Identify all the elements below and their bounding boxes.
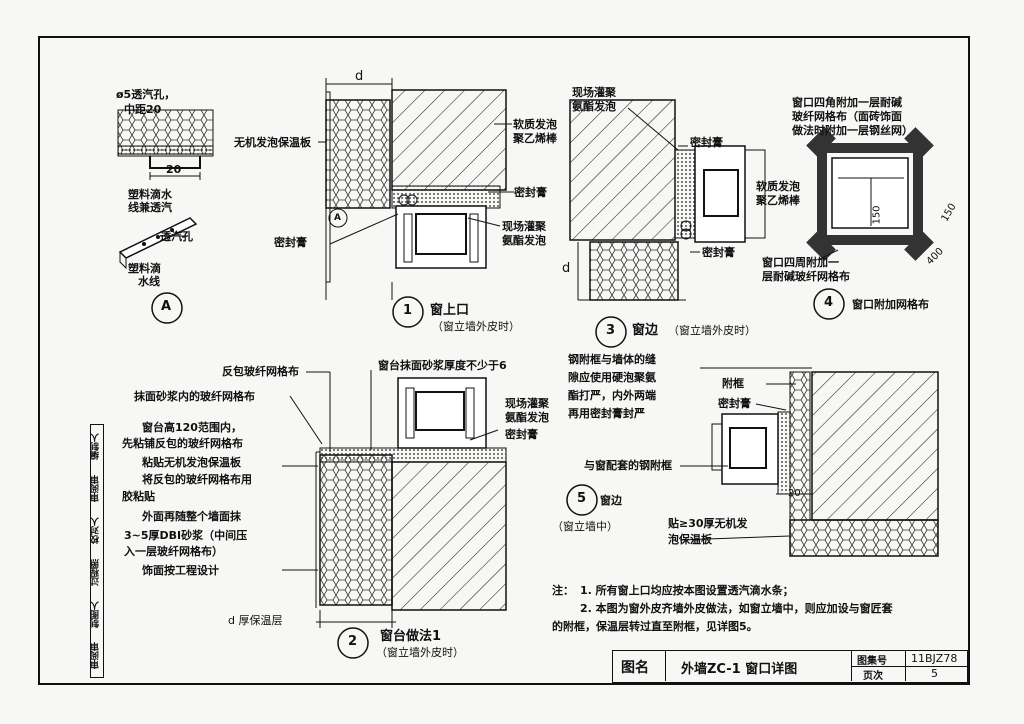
detail-2-thickness: d 厚保温层 <box>228 614 283 627</box>
notes-line-1: 1. 所有窗上口均应按本图设置透汽滴水条； <box>580 584 794 597</box>
detail-1-ref-a: A <box>334 213 341 223</box>
title-block-drawing-title: 外墙ZC-1 窗口详图 <box>681 662 798 677</box>
detail-5-steel-frame: 与窗配套的钢附框 <box>584 459 672 472</box>
detail-5-subtitle: （窗立墙中） <box>552 520 618 533</box>
detail-3-title: 窗边 <box>632 323 659 338</box>
detail-3-onsite-foam-2: 氨酯发泡 <box>572 100 616 113</box>
title-block-name-label: 图名 <box>621 660 649 676</box>
title-block-page-label: 页次 <box>863 671 883 682</box>
detail-3-onsite-foam-1: 现场灌聚 <box>572 86 616 99</box>
notes-line-2: 2. 本图为窗外皮齐墙外皮做法，如窗立墙中，则应加设与窗匠套 <box>580 602 893 615</box>
detail-2-step-0: 窗台高120范围内， <box>142 421 242 434</box>
detail-a-label: A <box>161 299 172 314</box>
detail-5-dim-20: 20 <box>788 488 801 499</box>
detail-5-drawing <box>566 367 939 557</box>
detail-1-subtitle: （窗立墙外皮时） <box>432 320 520 333</box>
detail-5-gap-note-1: 隙应使用硬泡聚氨 <box>568 371 656 384</box>
detail-a-iso-drip-2: 水线 <box>138 275 160 288</box>
detail-5-sealant: 密封膏 <box>718 397 751 410</box>
signoff-cell-0: 编制人 <box>91 433 101 461</box>
signoff-strip: 编制人 审阅审 校对人 过程照 制图人 审阅审 <box>90 424 104 678</box>
detail-3-number: 3 <box>606 323 616 338</box>
detail-1-soft-foam-2: 聚乙烯棒 <box>513 132 557 145</box>
detail-a-drawing <box>117 109 214 324</box>
detail-3-soft-foam-2: 聚乙烯棒 <box>756 194 800 207</box>
detail-a-drip-1: 塑料滴水 <box>128 188 172 201</box>
detail-4-note-3: 做法时附加一层钢丝网） <box>792 124 913 137</box>
detail-4-note-1: 窗口四角附加一层耐碱 <box>792 96 902 109</box>
signoff-cell-4: 制图人 <box>91 601 101 629</box>
signoff-cell-1: 审阅审 <box>91 475 101 503</box>
detail-a-iso-vent: 透汽孔 <box>160 230 193 243</box>
detail-5-board-1: 贴≥30厚无机发 <box>668 517 748 530</box>
signoff-cell-5: 审阅审 <box>91 642 101 670</box>
notes-line-3: 的附框，保温层转过直至附框，见详图5。 <box>552 620 758 633</box>
detail-2-step-7: 入一层玻纤网格布） <box>124 545 223 558</box>
detail-5-sub-frame: 附框 <box>722 377 744 390</box>
detail-1-onsite-foam-1: 现场灌聚 <box>502 220 546 233</box>
signoff-cell-3: 过程照 <box>91 559 101 587</box>
detail-5-gap-note-2: 酯打严，内外两端 <box>568 389 656 402</box>
detail-4-bottom-2: 层耐碱玻纤网格布 <box>762 270 850 283</box>
detail-2-drawing <box>282 370 507 659</box>
detail-a-drip-2: 线兼透汽 <box>128 201 172 214</box>
detail-2-onsite-foam-2: 氨酯发泡 <box>505 411 549 424</box>
detail-1-soft-foam-1: 软质发泡 <box>513 118 557 131</box>
detail-5-number: 5 <box>577 491 587 506</box>
detail-1-sealant-right: 密封膏 <box>514 186 547 199</box>
detail-1-sealant-left: 密封膏 <box>274 236 307 249</box>
detail-1-number: 1 <box>403 303 413 318</box>
detail-4-title: 窗口附加网格布 <box>852 298 929 311</box>
detail-1-drawing <box>318 78 514 328</box>
detail-1-onsite-foam-2: 氨酯发泡 <box>502 234 546 247</box>
detail-1-insulation-board: 无机发泡保温板 <box>234 136 311 149</box>
detail-a-vent-hole-2: 中距20 <box>124 103 162 116</box>
detail-2-step-8: 饰面按工程设计 <box>142 564 219 577</box>
detail-2-step-6: 3~5厚DBI砂浆（中间压 <box>124 529 248 542</box>
detail-2-number: 2 <box>348 634 358 649</box>
detail-4-drawing <box>806 127 934 320</box>
detail-3-soft-foam-1: 软质发泡 <box>756 180 800 193</box>
detail-2-title: 窗台做法1 <box>380 629 442 644</box>
detail-2-step-1: 先粘铺反包的玻纤网格布 <box>122 437 243 450</box>
detail-2-mortar-mesh: 抹面砂浆内的玻纤网格布 <box>134 390 255 403</box>
detail-2-step-3: 将反包的玻纤网格布用 <box>142 473 252 486</box>
title-block-page-no: 5 <box>931 667 938 680</box>
detail-3-dim-d: d <box>562 261 571 276</box>
title-block-atlas-label: 图集号 <box>857 656 887 667</box>
detail-a-vent-hole-1: ø5透汽孔， <box>116 88 176 101</box>
detail-5-gap-note-3: 再用密封膏封严 <box>568 407 645 420</box>
detail-a-iso-drip-1: 塑料滴 <box>128 262 161 275</box>
title-block-atlas-no: 11BJZ78 <box>911 652 958 665</box>
title-block: 图名 外墙ZC-1 窗口详图 图集号 11BJZ78 页次 5 <box>612 650 968 683</box>
detail-3-sealant-bottom: 密封膏 <box>702 246 735 259</box>
detail-3-drawing <box>569 99 766 348</box>
detail-2-wrap-mesh: 反包玻纤网格布 <box>222 365 299 378</box>
detail-1-title: 窗上口 <box>430 303 470 318</box>
detail-4-bottom-1: 窗口四周附加一 <box>762 256 839 269</box>
detail-4-note-2: 玻纤网格布（面砖饰面 <box>792 110 902 123</box>
detail-4-dim-150a: 150 <box>871 205 883 225</box>
detail-5-title: 窗边 <box>600 494 622 507</box>
signoff-cell-2: 校对人 <box>91 517 101 545</box>
detail-3-subtitle: （窗立墙外皮时） <box>668 324 756 337</box>
detail-5-board-2: 泡保温板 <box>668 533 712 546</box>
notes-prefix: 注： <box>552 584 574 597</box>
detail-5-gap-note-0: 钢附框与墙体的缝 <box>568 353 656 366</box>
detail-4-number: 4 <box>824 295 834 310</box>
detail-2-step-4: 胶粘贴 <box>122 490 155 503</box>
detail-2-subtitle: （窗立墙外皮时） <box>376 646 464 659</box>
detail-2-onsite-foam-1: 现场灌聚 <box>505 397 549 410</box>
detail-2-step-2: 粘贴无机发泡保温板 <box>142 456 241 469</box>
drawing-frame <box>38 36 970 685</box>
detail-3-sealant-top: 密封膏 <box>690 136 723 149</box>
detail-1-dim-d: d <box>355 69 364 84</box>
detail-2-step-5: 外面再随整个墙面抹 <box>142 510 241 523</box>
detail-2-sill-mortar: 窗台抹面砂浆厚度不少于6 <box>378 359 507 372</box>
detail-2-sealant: 密封膏 <box>505 428 538 441</box>
detail-a-width-dim: 20 <box>166 163 182 176</box>
